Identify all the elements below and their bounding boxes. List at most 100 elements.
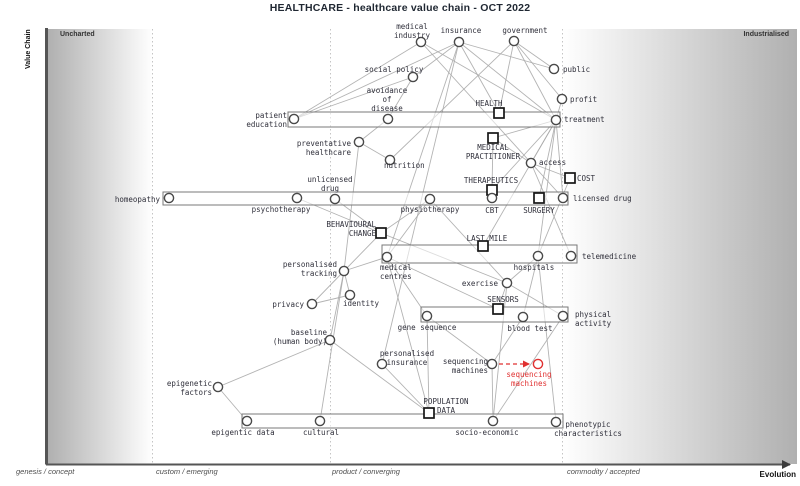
label-last-mile: LAST MILE <box>467 234 508 243</box>
node-phenotypic-characteristics[interactable] <box>550 416 562 428</box>
edge-population-data--personalised-insurance <box>381 363 430 414</box>
node-epigenetic-factors[interactable] <box>212 381 224 393</box>
node-medical-practitioner[interactable] <box>487 132 499 144</box>
node-preventative-healthcare[interactable] <box>353 136 365 148</box>
node-exercise[interactable] <box>501 277 513 289</box>
node-health[interactable] <box>493 107 505 119</box>
label-homeopathy: homeopathy <box>115 195 161 204</box>
node-socio-economic[interactable] <box>487 415 499 427</box>
node-blood-test[interactable] <box>517 311 529 323</box>
node-epigentic-data[interactable] <box>241 415 253 427</box>
node-treatment[interactable] <box>550 114 562 126</box>
edge-population-data--medical-centres <box>386 256 430 414</box>
edge-treatment--surgery <box>538 119 557 199</box>
node-population-data[interactable] <box>423 407 435 419</box>
page-title: HEALTHCARE - healthcare value chain - OC… <box>269 2 531 14</box>
node-gene-sequence[interactable] <box>421 310 433 322</box>
label-cultural: cultural <box>303 428 339 437</box>
edge-baseline-human-body--population-data <box>329 339 430 414</box>
node-public[interactable] <box>548 63 560 75</box>
node-psychotherapy[interactable] <box>291 192 303 204</box>
node-nutrition[interactable] <box>384 154 396 166</box>
node-identity[interactable] <box>344 289 356 301</box>
node-medical-industry[interactable] <box>415 36 427 48</box>
node-personalised-insurance[interactable] <box>376 358 388 370</box>
label-gene-sequence: gene sequence <box>398 323 457 332</box>
edge-insurance--health <box>458 41 500 114</box>
node-privacy[interactable] <box>306 298 318 310</box>
label-physiotherapy: physiotherapy <box>401 205 460 214</box>
node-social-policy[interactable] <box>407 71 419 83</box>
node-hospitals[interactable] <box>532 250 544 262</box>
node-access[interactable] <box>525 157 537 169</box>
edge-medical-practitioner--access <box>492 137 532 164</box>
node-patient-education[interactable] <box>288 113 300 125</box>
edge-government--health <box>498 40 515 114</box>
node-cost[interactable] <box>564 172 576 184</box>
node-sensors[interactable] <box>492 303 504 315</box>
edge-hospitals--phenotypic-characteristics <box>537 255 557 423</box>
edge-behavioural-change--personalised-tracking <box>343 232 382 272</box>
label-insurance: insurance <box>441 26 482 35</box>
label-sensors: SENSORS <box>487 295 519 304</box>
edge-preventative-healthcare--nutrition <box>358 141 391 161</box>
node-last-mile[interactable] <box>477 240 489 252</box>
node-profit[interactable] <box>556 93 568 105</box>
node-government[interactable] <box>508 35 520 47</box>
node-behavioural-change[interactable] <box>375 227 387 239</box>
label-telemedicine: telemedicine <box>582 252 637 261</box>
edge-medical-centres--sensors <box>386 256 499 310</box>
node-surgery[interactable] <box>533 192 545 204</box>
label-surgery: SURGERY <box>523 206 555 215</box>
node-unlicensed-drug[interactable] <box>329 193 341 205</box>
node-medical-centres[interactable] <box>381 251 393 263</box>
edge-insurance--medical-centres <box>386 41 460 258</box>
node-avoidance-of-disease[interactable] <box>382 113 394 125</box>
industrialised-label: Industrialised <box>743 31 789 38</box>
label-cbt: CBT <box>485 206 499 215</box>
stage-product-label: product / converging <box>332 467 400 476</box>
label-identity: identity <box>343 299 380 308</box>
edge-sequencing-machines--socio-economic <box>491 363 494 422</box>
edge-government--treatment <box>513 40 557 121</box>
uncharted-gradient <box>48 29 153 464</box>
edge-treatment--therapeutics <box>491 119 557 191</box>
node-cultural[interactable] <box>314 415 326 427</box>
label-blood-test: blood test <box>507 324 552 333</box>
edge-personalised-tracking--medical-centres <box>343 256 388 272</box>
edge-insurance--treatment <box>458 41 557 121</box>
label-public: public <box>563 65 590 74</box>
edge-medical-industry--patient-education <box>293 41 422 120</box>
node-licensed-drug[interactable] <box>557 192 569 204</box>
node-cbt[interactable] <box>486 192 498 204</box>
node-homeopathy[interactable] <box>163 192 175 204</box>
edge-personalised-tracking--baseline-human-body <box>329 270 345 341</box>
node-physiotherapy[interactable] <box>424 193 436 205</box>
node-baseline-human-body[interactable] <box>324 334 336 346</box>
node-insurance[interactable] <box>453 36 465 48</box>
edge-physical-activity--socio-economic <box>492 315 564 422</box>
node-sequencing-machines[interactable] <box>486 358 498 370</box>
evolution-axis-label: Evolution <box>759 470 796 479</box>
node-telemedicine[interactable] <box>565 250 577 262</box>
edge-government--nutrition <box>389 40 515 161</box>
node-sequencing-machines-red[interactable] <box>532 358 544 370</box>
node-personalised-tracking[interactable] <box>338 265 350 277</box>
edge-baseline-human-body--epigenetic-factors <box>217 339 331 388</box>
label-nutrition: nutrition <box>384 161 425 170</box>
label-government: government <box>502 26 547 35</box>
node-physical-activity[interactable] <box>557 310 569 322</box>
label-exercise: exercise <box>462 279 499 288</box>
edge-treatment--hospitals <box>537 119 557 257</box>
